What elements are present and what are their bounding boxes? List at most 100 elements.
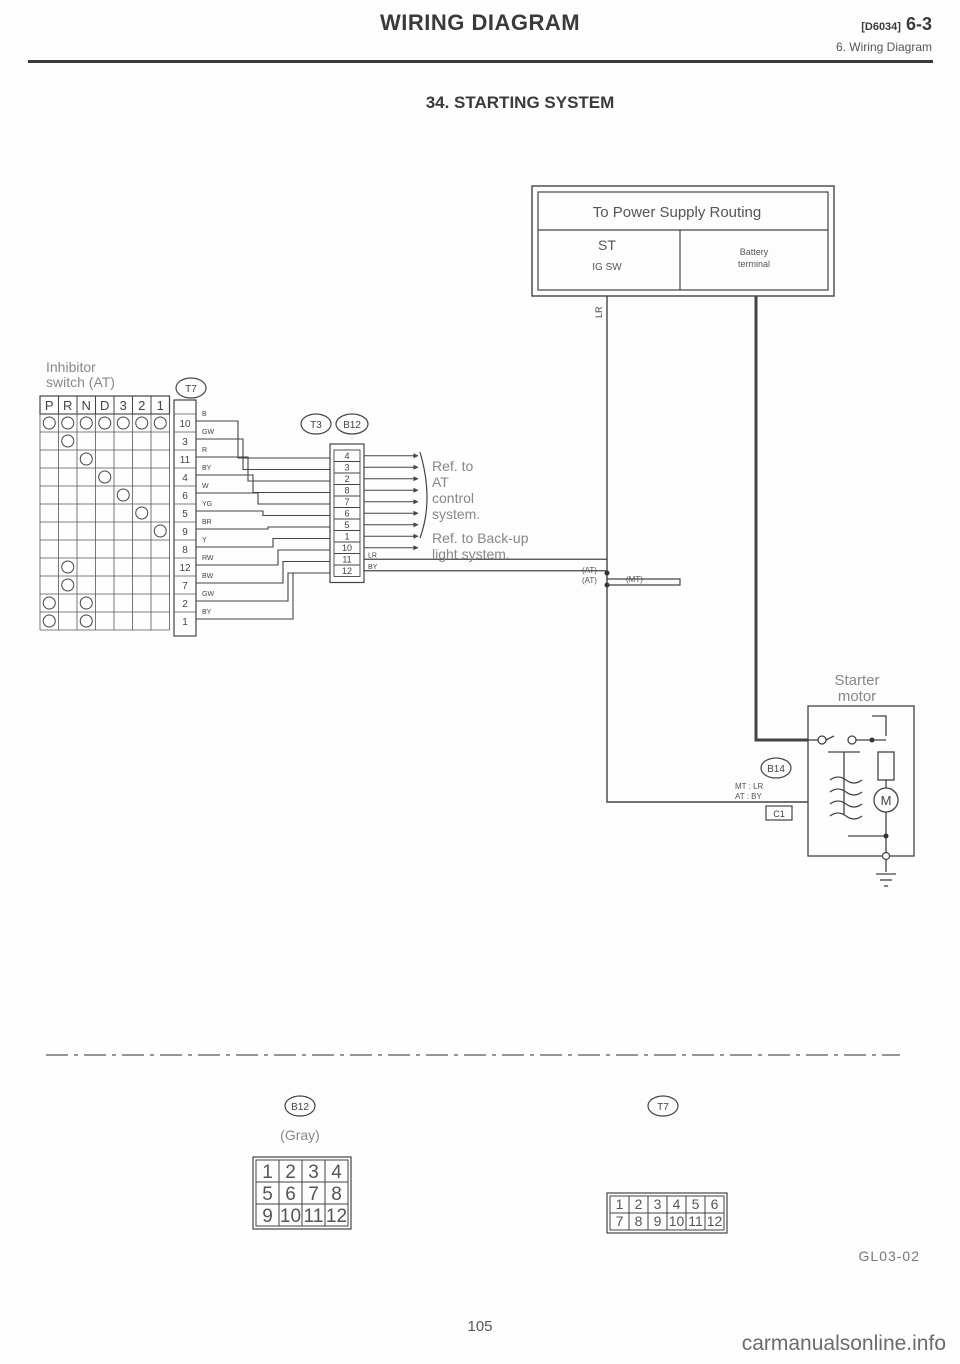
inhibitor-wire <box>196 572 330 602</box>
continuity-circle <box>79 596 93 610</box>
svg-text:C1: C1 <box>773 809 785 819</box>
inhibitor-wire <box>196 560 330 584</box>
t7-face-badge: T7 <box>647 1095 679 1117</box>
ref-backup-line2: light system. <box>432 546 510 562</box>
b12-pin-number: 12 <box>342 566 352 576</box>
connector-pin-number: 11 <box>688 1213 703 1229</box>
inhibitor-label-1: Inhibitor <box>46 359 96 375</box>
connector-pin-number: 12 <box>707 1213 723 1229</box>
continuity-circle <box>79 452 93 466</box>
connector-pin-number: 4 <box>673 1196 681 1212</box>
header-doc-code: [D6034] <box>861 21 901 33</box>
connector-pin-number: 6 <box>711 1196 719 1212</box>
header-subtitle: 6. Wiring Diagram <box>835 40 932 54</box>
b12-pin-number: 10 <box>342 543 352 553</box>
connector-pin-number: 9 <box>654 1213 662 1229</box>
terminal-number: 6 <box>182 491 188 502</box>
continuity-circle <box>61 434 75 448</box>
starter-label-2: motor <box>838 688 876 705</box>
b12-pin-number: 7 <box>344 497 349 507</box>
terminal-number: 1 <box>182 617 188 628</box>
header-section: 6-3 <box>905 14 932 34</box>
svg-text:T7: T7 <box>185 384 197 395</box>
connector-pin-number: 9 <box>262 1206 273 1227</box>
wire-color-label: BY <box>202 465 212 472</box>
terminal-number: 3 <box>182 437 188 448</box>
svg-text:B14: B14 <box>767 764 785 775</box>
continuity-circle <box>135 506 149 520</box>
page-number: 105 <box>467 1318 493 1335</box>
connector-pin-number: 2 <box>635 1196 643 1212</box>
continuity-circle <box>61 560 75 574</box>
starter-mt-label: MT : LR <box>735 782 764 791</box>
connector-pin-number: 1 <box>616 1196 624 1212</box>
inhibitor-label-2: switch (AT) <box>46 374 115 390</box>
b12-pin-number: 5 <box>344 520 349 530</box>
b12-face-badge: B12 <box>284 1095 316 1117</box>
connector-pin-number: 12 <box>326 1206 347 1227</box>
wire-color-label: RW <box>202 555 214 562</box>
connector-pin-number: 5 <box>262 1184 273 1205</box>
b12-pin-number: 4 <box>344 451 349 461</box>
ref-at-line2: AT <box>432 474 449 490</box>
wire-color-label: BW <box>202 573 214 580</box>
wire-color-label: BY <box>202 609 212 616</box>
grid-position-label: 1 <box>157 398 164 413</box>
grid-position-label: D <box>100 398 109 413</box>
connector-pin-number: 5 <box>692 1196 700 1212</box>
continuity-circle <box>42 596 56 610</box>
inhibitor-wire <box>196 510 330 517</box>
terminal-number: 10 <box>179 419 191 430</box>
starter-junction-1 <box>869 737 875 743</box>
b12-pin-number: 6 <box>344 509 349 519</box>
svg-text:T7: T7 <box>657 1102 669 1113</box>
motor-symbol: M <box>881 793 892 808</box>
connector-pin-number: 4 <box>331 1162 342 1183</box>
connector-pin-number: 3 <box>654 1196 662 1212</box>
power-wires <box>606 296 808 803</box>
connector-pin-number: 7 <box>616 1213 624 1229</box>
junction-mt: (MT) <box>626 575 643 584</box>
starter-ground-node <box>881 851 891 861</box>
connector-pin-number: 8 <box>635 1213 643 1229</box>
terminal-number: 4 <box>182 473 188 484</box>
wire-color-label: BR <box>202 519 212 526</box>
continuity-circle <box>98 470 112 484</box>
connector-badge-t3: T3 <box>300 413 332 435</box>
at-mt-junction <box>604 570 681 588</box>
continuity-circle <box>135 416 149 430</box>
power-box-terminal: terminal <box>738 259 770 269</box>
wire-color-label: B <box>202 411 207 418</box>
power-supply-box <box>531 185 835 297</box>
b12-wire-color-by: BY <box>368 564 378 571</box>
power-box-igsw: IG SW <box>592 262 622 273</box>
terminal-number: 5 <box>182 509 188 520</box>
figure-code: GL03-02 <box>858 1248 920 1264</box>
starter-junction-2 <box>883 833 889 839</box>
watermark: carmanualsonline.info <box>741 1332 946 1355</box>
junction-at-bottom: (AT) <box>582 576 597 585</box>
connector-outline <box>606 1192 728 1234</box>
connector-pin-number: 7 <box>308 1184 319 1205</box>
diagram-title: 34. STARTING SYSTEM <box>425 93 615 112</box>
connector-badge-b12: B12 <box>335 413 369 435</box>
wire-color-label: Y <box>202 537 207 544</box>
b12-pin-number: 3 <box>344 463 349 473</box>
connector-pin-number: 6 <box>285 1184 296 1205</box>
b12-pin-number: 1 <box>344 532 349 542</box>
inhibitor-wire <box>196 474 330 494</box>
connector-pin-number: 2 <box>285 1162 296 1183</box>
starter-at-label: AT : BY <box>735 792 762 801</box>
grid-position-label: 3 <box>120 398 127 413</box>
terminal-number: 12 <box>179 563 191 574</box>
connector-badge-t7: T7 <box>175 377 207 399</box>
inhibitor-wire <box>196 526 330 530</box>
terminal-number: 9 <box>182 527 188 538</box>
power-box-title: To Power Supply Routing <box>593 204 761 221</box>
connector-pin-number: 3 <box>308 1162 319 1183</box>
